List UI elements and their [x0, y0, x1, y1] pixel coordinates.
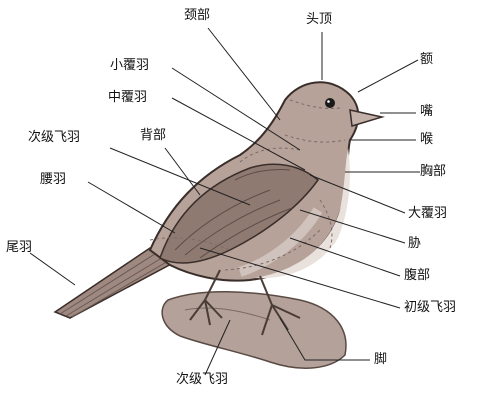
label-throat: 喉 [420, 132, 433, 148]
label-secondaries-left: 次级飞羽 [28, 130, 80, 146]
bird-eye [325, 98, 335, 108]
label-tail: 尾羽 [6, 240, 32, 256]
label-secondaries-bottom: 次级飞羽 [176, 372, 228, 388]
label-primaries: 初级飞羽 [404, 300, 456, 316]
leader-neck [208, 28, 280, 120]
label-neck: 颈部 [184, 8, 210, 24]
label-belly: 腹部 [404, 268, 430, 284]
label-forehead: 额 [420, 52, 433, 68]
label-breast: 胸部 [420, 164, 446, 180]
leader-back [165, 148, 200, 195]
perch [162, 292, 346, 368]
label-back: 背部 [140, 128, 166, 144]
label-greater-coverts: 大覆羽 [408, 206, 447, 222]
label-foot: 脚 [374, 352, 387, 368]
label-median-coverts: 中覆羽 [108, 90, 147, 106]
leader-rump [88, 182, 175, 233]
label-crown: 头顶 [306, 12, 332, 28]
label-flank: 胁 [408, 236, 421, 252]
label-beak: 嘴 [420, 104, 433, 120]
bird-beak [350, 110, 382, 126]
leader-forehead [358, 60, 418, 92]
label-rump: 腰羽 [40, 172, 66, 188]
label-lesser-coverts: 小覆羽 [110, 58, 149, 74]
leader-tail [30, 253, 75, 285]
